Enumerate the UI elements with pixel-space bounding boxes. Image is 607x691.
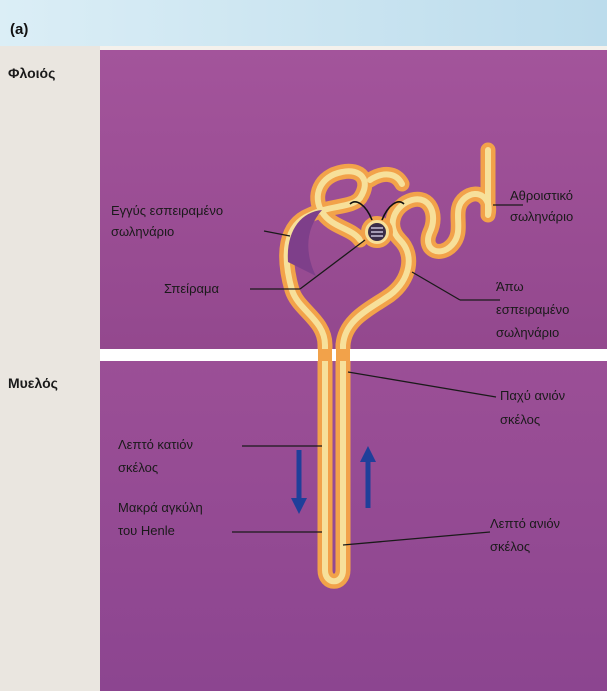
medulla-title: Μυελός <box>8 375 58 391</box>
tubule-segment-left <box>318 349 332 361</box>
label-thick-ascending-2: σκέλος <box>500 412 540 427</box>
header-band <box>0 0 607 46</box>
label-loop-1: Μακρά αγκύλη <box>118 500 203 515</box>
label-proximal-1: Εγγύς εσπειραμένο <box>111 203 223 218</box>
label-thin-descending-1: Λεπτό κατιόν <box>118 437 193 452</box>
tubule-segment-right <box>336 349 350 361</box>
label-thin-ascending-2: σκέλος <box>490 539 530 554</box>
zone-divider <box>100 349 607 361</box>
label-thick-ascending-1: Παχύ ανιόν <box>500 388 565 403</box>
label-proximal-2: σωληνάριο <box>111 224 174 239</box>
panel-label: (a) <box>10 21 28 38</box>
label-glomerulus: Σπείραμα <box>164 281 219 296</box>
left-margin <box>0 46 100 691</box>
label-distal-2: εσπειραμένο <box>496 302 569 317</box>
label-collecting-2: σωληνάριο <box>510 209 573 224</box>
label-distal-1: Άπω <box>496 279 524 294</box>
label-thin-ascending-1: Λεπτό ανιόν <box>490 516 560 531</box>
label-collecting-1: Αθροιστικό <box>510 188 573 203</box>
cortex-title: Φλοιός <box>8 65 55 81</box>
label-distal-3: σωληνάριο <box>496 325 559 340</box>
label-thin-descending-2: σκέλος <box>118 460 158 475</box>
label-loop-2: του Henle <box>118 523 175 538</box>
